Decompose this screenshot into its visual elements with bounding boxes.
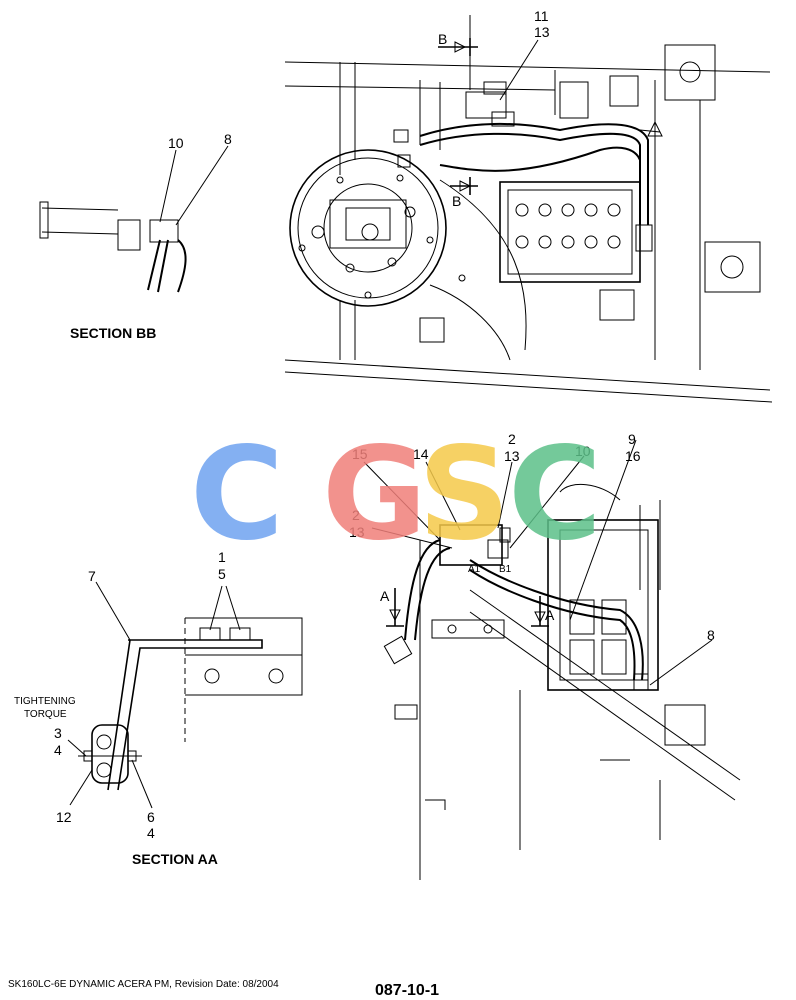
- callout-2-iso-top: 2: [508, 431, 516, 447]
- watermark-letter-c2: C: [508, 420, 602, 569]
- watermark-letter-s: S: [418, 420, 510, 569]
- callout-8-bb: 8: [224, 131, 232, 147]
- section-b-marker-top: B: [438, 31, 447, 47]
- watermark-cgsc: C G S C: [190, 420, 602, 569]
- watermark-letter-c1: C: [190, 420, 284, 569]
- footer-manual-info: SK160LC-6E DYNAMIC ACERA PM, Revision Da…: [8, 979, 279, 990]
- callout-1-aa: 1: [218, 549, 226, 565]
- callout-10-iso: 10: [575, 443, 591, 459]
- callout-13-iso-mid: 13: [349, 524, 365, 540]
- callout-13-iso-top: 13: [504, 448, 520, 464]
- section-a-marker-right: A: [545, 607, 555, 623]
- section-aa-title: SECTION AA: [132, 851, 218, 867]
- section-a-marker-left: A: [380, 588, 390, 604]
- callout-15-iso: 15: [352, 446, 368, 462]
- callout-2-iso-mid: 2: [352, 507, 360, 523]
- callout-3-aa: 3: [54, 725, 62, 741]
- callout-16-iso: 16: [625, 448, 641, 464]
- callout-4-aa-upper: 4: [54, 742, 62, 758]
- section-b-marker-bottom: B: [452, 193, 461, 209]
- callout-10-bb: 10: [168, 135, 184, 151]
- callout-11-top: 11: [534, 8, 549, 24]
- callout-13-top: 13: [534, 24, 550, 40]
- callout-9-iso: 9: [628, 431, 636, 447]
- footer-page-number: 087-10-1: [375, 982, 439, 999]
- callout-5-aa: 5: [218, 566, 226, 582]
- callout-4-aa-lower: 4: [147, 825, 155, 841]
- torque-label: TORQUE: [24, 709, 67, 720]
- watermark-letter-g: G: [322, 420, 427, 569]
- callout-12-aa: 12: [56, 809, 72, 825]
- callout-14-iso: 14: [413, 446, 429, 462]
- callout-8-iso: 8: [707, 627, 715, 643]
- port-label-a1: A1: [468, 564, 481, 575]
- port-label-b1: B1: [499, 564, 512, 575]
- top-view-drawing: [284, 15, 773, 403]
- section-bb-title: SECTION BB: [70, 325, 156, 341]
- callout-6-aa: 6: [147, 809, 155, 825]
- section-bb-drawing: [39, 145, 229, 293]
- section-aa-drawing: [67, 581, 303, 809]
- tightening-label: TIGHTENING: [14, 696, 76, 707]
- callout-7-aa: 7: [88, 568, 96, 584]
- iso-view-drawing: [363, 439, 741, 880]
